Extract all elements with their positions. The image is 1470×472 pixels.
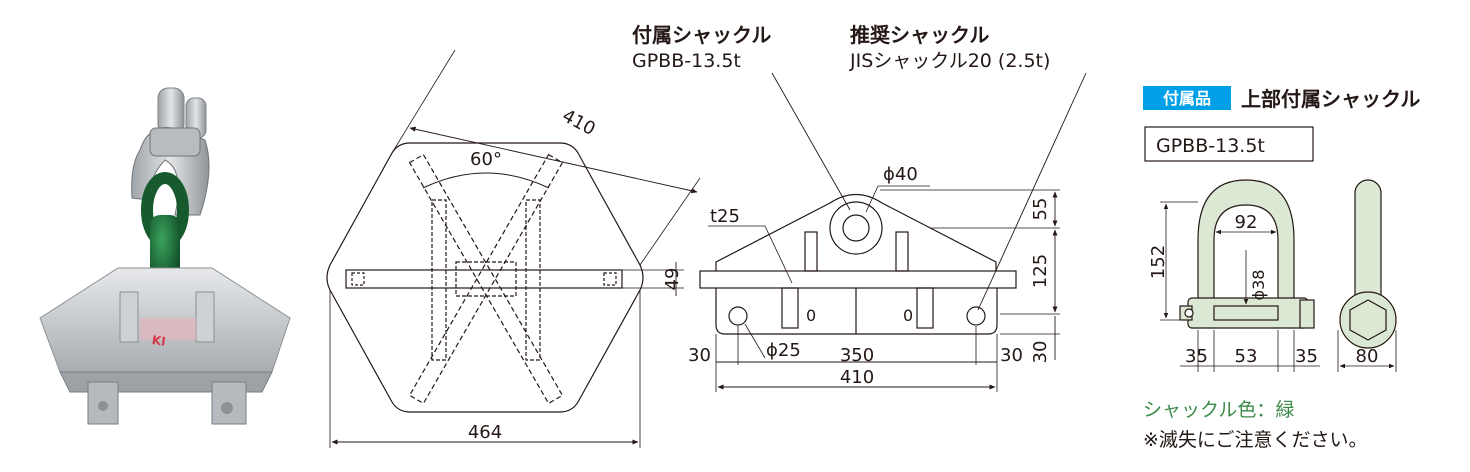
- shackle-dim-152: 152: [1148, 245, 1169, 279]
- accessory-badge-label: 付属品: [1163, 89, 1211, 108]
- top-view-drawing: [326, 49, 701, 448]
- dim-125: 125: [1030, 254, 1051, 288]
- shackle-model-box: [1144, 126, 1314, 162]
- lifting-lug: [715, 193, 997, 271]
- shackle-dim-80: 80: [1356, 346, 1379, 367]
- dim-410-diag: 410: [559, 105, 599, 140]
- slot-mark-right: 0: [903, 306, 913, 325]
- callout-recommended-title: 推奨シャックル: [850, 23, 989, 47]
- callout-attached-model: GPBB-13.5t: [632, 50, 741, 72]
- dim-55: 55: [1030, 198, 1051, 221]
- shackle-dim-35-right: 35: [1295, 346, 1318, 367]
- hook-chain: [131, 87, 210, 216]
- dim-phi25: ϕ25: [766, 340, 801, 361]
- dim-49: 49: [662, 268, 683, 291]
- shackle-dim-35-left: 35: [1185, 346, 1208, 367]
- callout-recommended-model: JISシャックル20 (2.5t): [849, 50, 1050, 72]
- shackle-side-view: [1339, 179, 1397, 349]
- shackle-panel-title: 上部付属シャックル: [1241, 87, 1420, 111]
- slot-mark-left: 0: [806, 306, 816, 325]
- shackle-dim-phi38: ϕ38: [1249, 270, 1268, 301]
- hexagon-outline: [326, 142, 644, 413]
- loss-warning-note: ※滅失にご注意ください。: [1143, 429, 1368, 451]
- dim-464: 464: [468, 422, 502, 443]
- dim-30-vertical: 30: [1030, 341, 1051, 364]
- lifting-plate-photo: KI: [39, 267, 291, 425]
- dim-350: 350: [840, 345, 874, 366]
- dim-phi40: ϕ40: [883, 164, 918, 185]
- shackle-front-view: [1179, 179, 1315, 329]
- product-photo: KI: [39, 87, 291, 425]
- dim-angle-60: 60°: [470, 149, 502, 170]
- dim-410-total: 410: [840, 367, 874, 388]
- front-view-drawing: [699, 72, 1087, 392]
- accessory-badge: [1143, 86, 1231, 110]
- shackle-model-label: GPBB-13.5t: [1156, 135, 1265, 157]
- shackle-dim-92: 92: [1235, 212, 1258, 233]
- dim-30-left: 30: [688, 345, 711, 366]
- dim-30-right: 30: [1000, 345, 1023, 366]
- shackle-dim-53: 53: [1235, 346, 1258, 367]
- callout-attached-title: 付属シャックル: [632, 23, 771, 47]
- svg-text:KI: KI: [151, 333, 167, 349]
- dim-t25: t25: [710, 206, 740, 227]
- shackle-color-note: シャックル色：緑: [1143, 399, 1294, 421]
